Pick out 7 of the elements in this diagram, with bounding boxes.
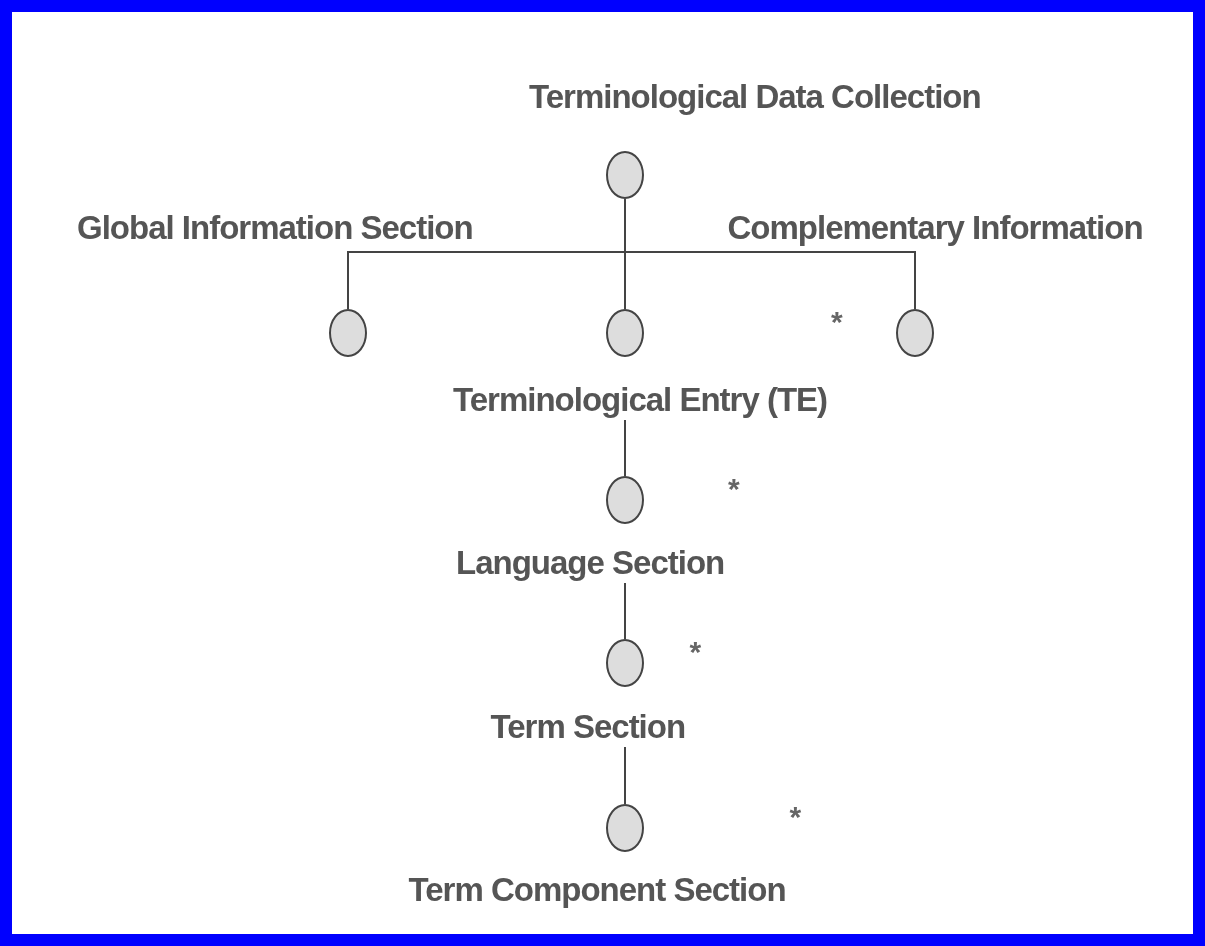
asterisk-mark: * <box>728 474 740 504</box>
connector-line <box>624 582 626 640</box>
connector-line <box>624 746 626 805</box>
asterisk-mark: * <box>689 637 702 667</box>
asterisk-mark: * <box>789 802 802 832</box>
connector-line <box>624 419 626 477</box>
asterisk-mark: * <box>831 307 843 337</box>
